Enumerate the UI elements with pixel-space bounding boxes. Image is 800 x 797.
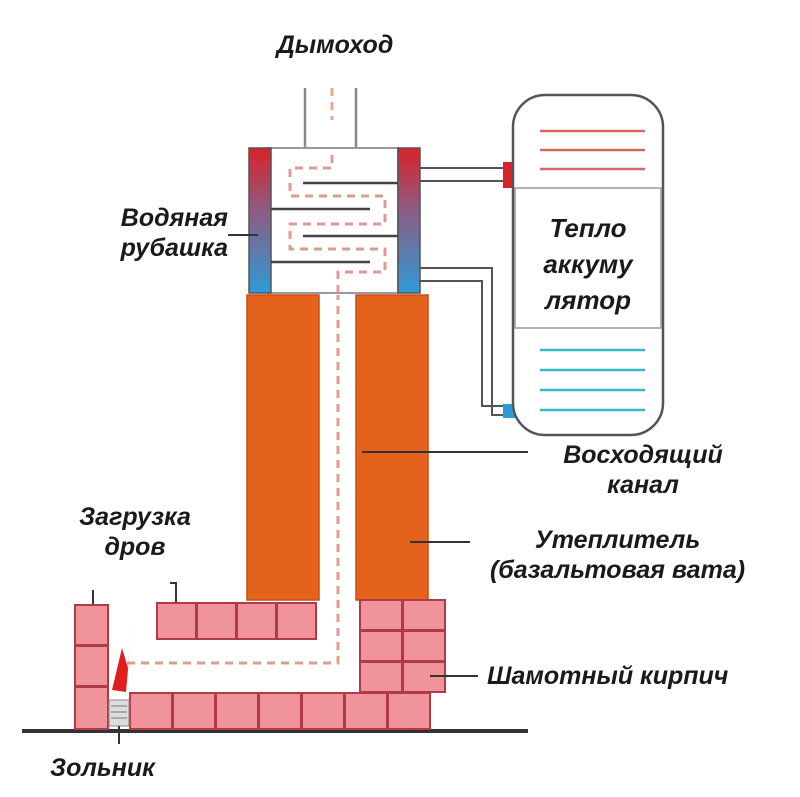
- label-heat-accumulator-line-2: аккуму: [543, 249, 633, 279]
- label-riser-channel-line-1: Восходящий: [563, 441, 723, 469]
- fireclay-bricks: [74, 599, 446, 730]
- label-wood-loading: Загрузка дров: [55, 502, 215, 562]
- water-jacket-left: [248, 147, 272, 294]
- label-water-jacket-line-1: Водяная: [120, 204, 228, 232]
- chimney-pipe: [303, 88, 358, 148]
- ash-pit-grate: [108, 699, 130, 727]
- label-wood-loading-line-2: дров: [104, 533, 166, 561]
- water-jacket-right: [397, 147, 421, 294]
- label-insulation: Утеплитель (базальтовая вата): [455, 525, 780, 585]
- connection-pipes: [420, 162, 515, 418]
- label-water-jacket: Водяная рубашка: [40, 203, 228, 263]
- label-riser-channel-line-2: канал: [607, 471, 679, 499]
- heat-accumulator-tank: [511, 93, 665, 437]
- label-heat-accumulator-line-3: лятор: [544, 285, 632, 315]
- flame-icon: [112, 624, 132, 692]
- label-insulation-line-2: (базальтовая вата): [489, 556, 746, 584]
- label-water-jacket-line-2: рубашка: [120, 234, 228, 262]
- insulation-right: [355, 294, 429, 601]
- label-heat-accumulator: Тепло аккуму лятор: [518, 210, 658, 318]
- label-riser-channel: Восходящий канал: [538, 440, 748, 500]
- label-wood-loading-line-1: Загрузка: [79, 503, 191, 531]
- label-fireclay-brick: Шамотный кирпич: [487, 662, 729, 690]
- leader-lines: [92, 234, 528, 744]
- insulation-left: [246, 294, 320, 601]
- label-insulation-line-1: Утеплитель: [534, 526, 701, 554]
- water-jacket: [248, 147, 421, 294]
- riser-gas-path: [127, 295, 340, 665]
- label-ash-pit: Зольник: [50, 754, 155, 782]
- label-chimney: Дымоход: [276, 31, 394, 59]
- label-heat-accumulator-line-1: Тепло: [549, 213, 627, 243]
